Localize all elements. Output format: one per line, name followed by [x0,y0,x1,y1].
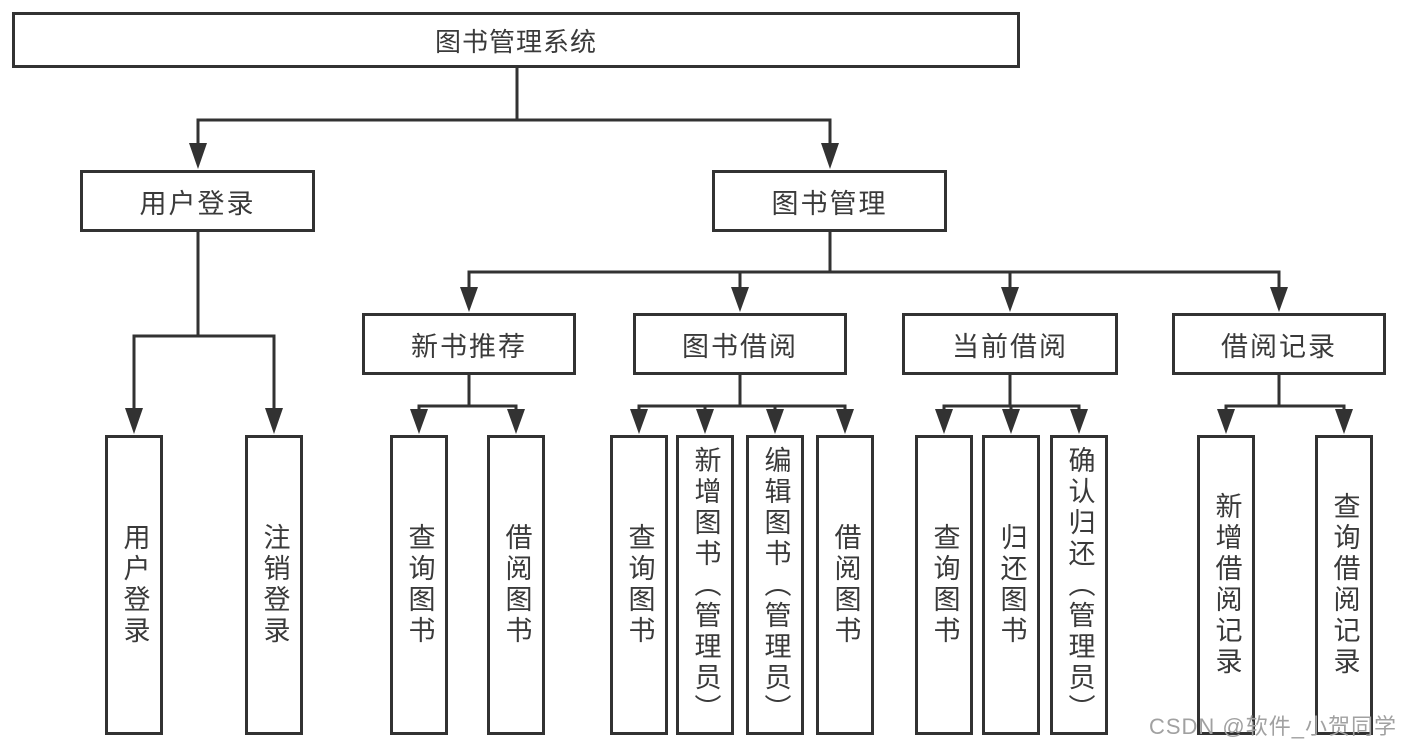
node-book-borrow: 图书借阅 [633,313,847,375]
leaf-borrow-book-2: 借阅图书 [816,435,874,735]
arrow-down-icon [935,409,953,434]
arrow-down-icon [410,409,428,434]
node-book-management: 图书管理 [712,170,947,232]
arrow-down-icon [460,287,478,312]
csdn-watermark: CSDN @软件_小贺同学 [1148,714,1397,739]
arrow-down-icon [1070,409,1088,434]
arrow-down-icon [821,143,839,169]
leaf-user-login: 用户登录 [105,435,163,735]
arrow-down-icon [1217,409,1235,434]
node-user-login: 用户登录 [80,170,315,232]
leaf-logout: 注销登录 [245,435,303,735]
connector-user-login-branch [125,230,283,434]
leaf-return-book: 归还图书 [982,435,1040,735]
arrow-down-icon [265,408,283,434]
arrow-down-icon [630,409,648,434]
arrow-down-icon [125,408,143,434]
node-system-root: 图书管理系统 [12,12,1020,68]
leaf-add-book-admin: 新增图书（管理员） [676,435,734,735]
connector-book-mgmt-branch [460,230,1288,312]
arrow-down-icon [189,143,207,169]
arrow-down-icon [1270,287,1288,312]
arrow-down-icon [1001,287,1019,312]
node-current-borrow: 当前借阅 [902,313,1118,375]
leaf-confirm-return-admin: 确认归还（管理员） [1050,435,1108,735]
arrow-down-icon [836,409,854,434]
arrow-down-icon [507,409,525,434]
arrow-down-icon [696,409,714,434]
leaf-borrow-book-1: 借阅图书 [487,435,545,735]
node-borrow-record: 借阅记录 [1172,313,1386,375]
leaf-add-borrow-record: 新增借阅记录 [1197,435,1255,735]
arrow-down-icon [1335,409,1353,434]
leaf-query-book-1: 查询图书 [390,435,448,735]
leaf-query-borrow-record: 查询借阅记录 [1315,435,1373,735]
connector-borrow-record-branch [1217,373,1353,434]
connector-new-book-branch [410,373,525,434]
arrow-down-icon [731,287,749,312]
arrow-down-icon [766,409,784,434]
connector-book-borrow-branch [630,373,854,434]
leaf-query-book-2: 查询图书 [610,435,668,735]
connector-current-borrow-branch [935,373,1088,434]
leaf-query-book-3: 查询图书 [915,435,973,735]
leaf-edit-book-admin: 编辑图书（管理员） [746,435,804,735]
arrow-down-icon [1002,409,1020,434]
node-new-book-recommend: 新书推荐 [362,313,576,375]
connector-root-to-level2 [189,64,839,169]
